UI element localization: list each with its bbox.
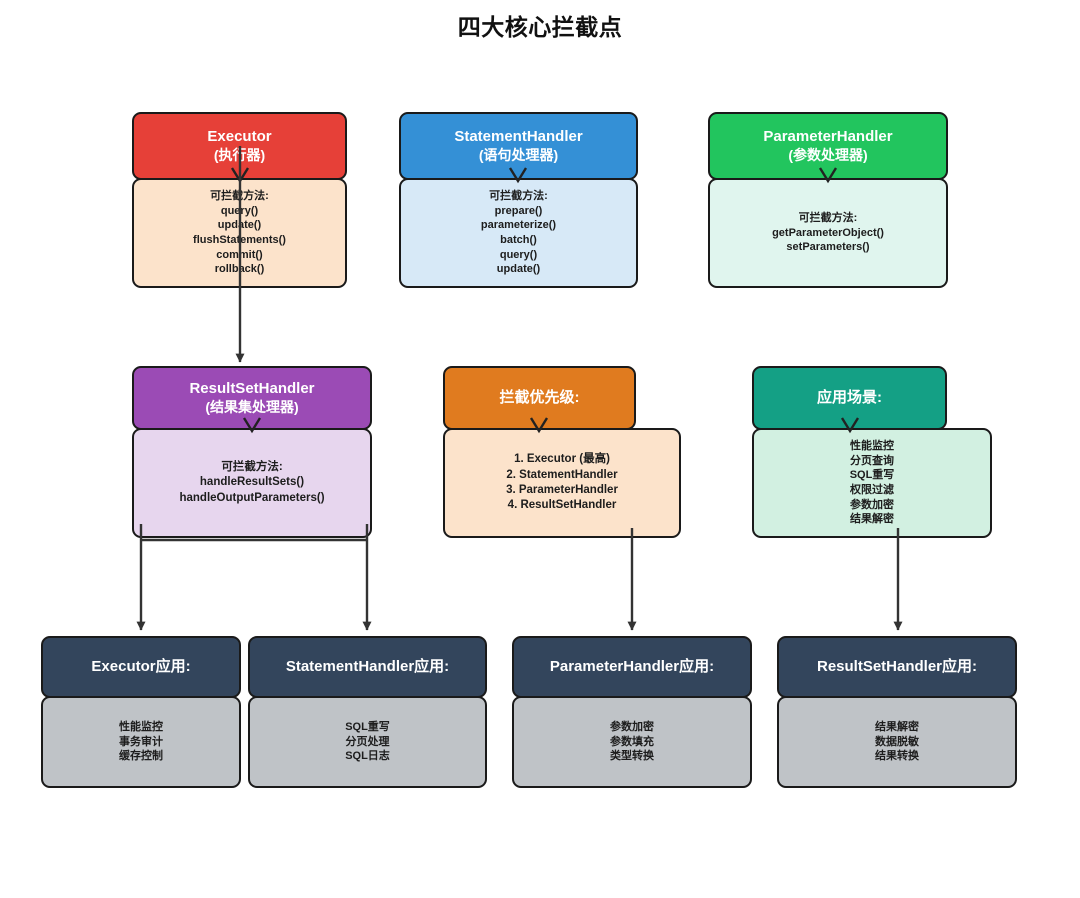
node-interception-priority-body-item: 4. ResultSetHandler (507, 499, 617, 512)
node-executor-application-item: 缓存控制 (119, 750, 163, 763)
node-interception-priority[interactable]: 拦截优先级: 1. Executor (最高) 2. StatementHand… (443, 366, 681, 538)
node-statement-handler-header: StatementHandler (语句处理器) (399, 112, 638, 180)
node-parameter-handler-body-label: 可拦截方法: (798, 212, 858, 225)
node-resultset-application-header: ResultSetHandler应用: (777, 636, 1017, 698)
node-resultset-application-item: 数据脱敏 (875, 735, 919, 748)
node-statement-handler-body-item: prepare() (494, 204, 543, 217)
node-statement-application[interactable]: StatementHandler应用: SQL重写 分页处理 SQL日志 (248, 636, 487, 788)
node-resultset-application[interactable]: ResultSetHandler应用: 结果解密 数据脱敏 结果转换 (777, 636, 1017, 788)
node-interception-priority-body: 1. Executor (最高) 2. StatementHandler 3. … (443, 428, 681, 538)
node-executor-application-title: Executor应用: (91, 658, 191, 676)
node-parameter-application-item: 参数填充 (610, 735, 654, 748)
node-application-scenario-body-item: 参数加密 (850, 498, 894, 511)
node-application-scenario-body: 性能监控 分页查询 SQL重写 权限过滤 参数加密 结果解密 (752, 428, 992, 538)
node-executor-body-item: query() (220, 204, 259, 217)
node-parameter-application[interactable]: ParameterHandler应用: 参数加密 参数填充 类型转换 (512, 636, 752, 788)
node-statement-handler[interactable]: StatementHandler (语句处理器) 可拦截方法: prepare(… (399, 112, 638, 288)
node-parameter-handler-title: ParameterHandler (763, 128, 893, 146)
node-resultset-handler-body-item: handleOutputParameters() (179, 491, 325, 504)
node-resultset-application-title: ResultSetHandler应用: (816, 658, 978, 676)
node-statement-handler-subtitle: (语句处理器) (478, 146, 559, 163)
node-resultset-handler-subtitle: (结果集处理器) (205, 398, 299, 415)
node-executor-application-body: 性能监控 事务审计 缓存控制 (41, 696, 241, 788)
node-parameter-application-item: 类型转换 (610, 750, 654, 763)
node-application-scenario-body-item: 分页查询 (850, 454, 894, 467)
node-executor-body-item: flushStatements() (193, 234, 286, 246)
node-statement-handler-body: 可拦截方法: prepare() parameterize() batch() … (399, 178, 638, 288)
node-executor-body-label: 可拦截方法: (210, 190, 269, 203)
node-application-scenario-title: 应用场景: (817, 389, 882, 407)
node-interception-priority-body-item: 2. StatementHandler (506, 468, 618, 481)
node-parameter-handler-header: ParameterHandler (参数处理器) (708, 112, 948, 180)
node-statement-application-item: 分页处理 (345, 735, 390, 748)
node-parameter-handler-body-item: setParameters() (786, 241, 870, 254)
node-resultset-handler-body-item: handleResultSets() (199, 476, 305, 489)
node-statement-application-title: StatementHandler应用: (285, 658, 450, 676)
node-executor-body-item: rollback() (214, 263, 265, 276)
node-statement-handler-body-item: update() (496, 263, 541, 276)
node-executor-title: Executor (207, 128, 272, 146)
node-application-scenario-body-item: 性能监控 (850, 440, 894, 453)
node-resultset-handler-body-label: 可拦截方法: (221, 461, 283, 474)
node-statement-handler-body-item: batch() (500, 234, 537, 246)
node-parameter-handler-body: 可拦截方法: getParameterObject() setParameter… (708, 178, 948, 288)
node-interception-priority-title: 拦截优先级: (499, 389, 580, 407)
node-parameter-handler-body-item: getParameterObject() (772, 226, 884, 239)
node-parameter-application-body: 参数加密 参数填充 类型转换 (512, 696, 752, 788)
node-statement-handler-title: StatementHandler (454, 128, 583, 146)
node-statement-application-item: SQL日志 (345, 750, 390, 763)
node-executor-body-item: commit() (216, 248, 263, 261)
page-title: 四大核心拦截点 (457, 14, 623, 40)
node-parameter-handler[interactable]: ParameterHandler (参数处理器) 可拦截方法: getParam… (708, 112, 948, 288)
node-resultset-application-item: 结果解密 (875, 721, 919, 734)
node-statement-handler-body-label: 可拦截方法: (489, 190, 548, 203)
node-statement-application-item: SQL重写 (345, 721, 390, 734)
node-statement-handler-body-item: parameterize() (480, 219, 557, 232)
node-parameter-application-title: ParameterHandler应用: (549, 658, 715, 676)
node-resultset-handler-header: ResultSetHandler (结果集处理器) (132, 366, 372, 430)
node-interception-priority-body-item: 1. Executor (最高) (514, 453, 610, 466)
node-application-scenario[interactable]: 应用场景: 性能监控 分页查询 SQL重写 权限过滤 参数加密 结果解密 (752, 366, 992, 538)
node-resultset-handler[interactable]: ResultSetHandler (结果集处理器) 可拦截方法: handleR… (132, 366, 372, 538)
node-executor-subtitle: (执行器) (213, 146, 266, 163)
node-resultset-handler-body: 可拦截方法: handleResultSets() handleOutputPa… (132, 428, 372, 538)
node-parameter-application-item: 参数加密 (610, 721, 654, 734)
node-executor-header: Executor (执行器) (132, 112, 347, 180)
node-parameter-application-header: ParameterHandler应用: (512, 636, 752, 698)
node-statement-application-body: SQL重写 分页处理 SQL日志 (248, 696, 487, 788)
node-statement-application-header: StatementHandler应用: (248, 636, 487, 698)
node-application-scenario-body-item: SQL重写 (849, 469, 895, 482)
node-interception-priority-header: 拦截优先级: (443, 366, 636, 430)
node-executor-application[interactable]: Executor应用: 性能监控 事务审计 缓存控制 (41, 636, 241, 788)
node-application-scenario-body-item: 结果解密 (850, 513, 894, 526)
node-interception-priority-body-item: 3. ParameterHandler (506, 484, 618, 496)
node-application-scenario-header: 应用场景: (752, 366, 947, 430)
node-resultset-application-body: 结果解密 数据脱敏 结果转换 (777, 696, 1017, 788)
node-application-scenario-body-item: 权限过滤 (850, 484, 894, 496)
node-parameter-handler-subtitle: (参数处理器) (788, 146, 868, 163)
node-resultset-handler-title: ResultSetHandler (189, 380, 315, 398)
node-resultset-application-item: 结果转换 (875, 750, 919, 763)
node-executor[interactable]: Executor (执行器) 可拦截方法: query() update() f… (132, 112, 347, 288)
node-statement-handler-body-item: query() (499, 248, 538, 261)
node-executor-application-item: 事务审计 (119, 735, 163, 748)
node-executor-application-header: Executor应用: (41, 636, 241, 698)
node-executor-application-item: 性能监控 (119, 721, 163, 734)
node-executor-body: 可拦截方法: query() update() flushStatements(… (132, 178, 347, 288)
node-executor-body-item: update() (217, 219, 262, 232)
